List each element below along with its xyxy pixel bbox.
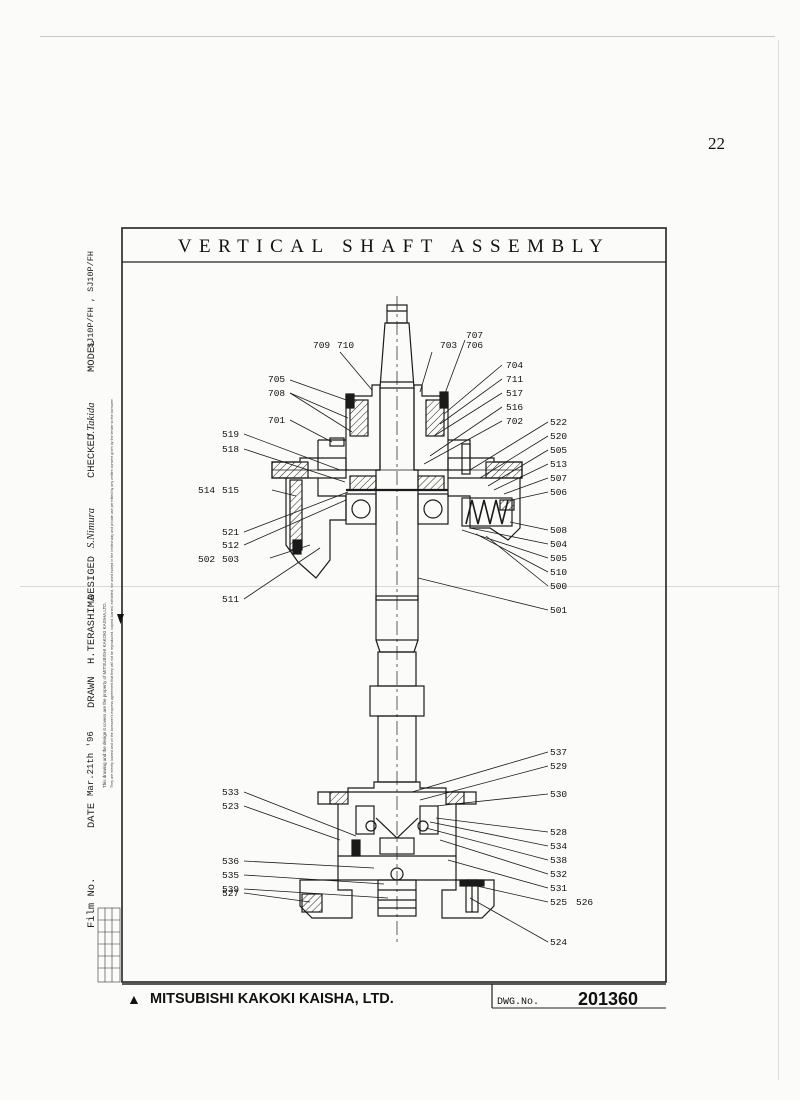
checked-value: J.Takida: [86, 402, 97, 439]
company-name: MITSUBISHI KAKOKI KAISHA, LTD.: [150, 991, 394, 1007]
part-label: 534: [550, 841, 567, 852]
part-label: 532: [550, 869, 567, 880]
main-shaft-upper: [375, 388, 419, 601]
checked-label: CHECKED: [86, 433, 98, 478]
part-label: 537: [550, 747, 567, 758]
part-label: 704: [506, 360, 523, 371]
date-value: Mar.21th '96: [86, 731, 96, 796]
part-label: 710: [337, 340, 354, 351]
leader-lines: [243, 339, 549, 943]
part-label: 504: [550, 539, 567, 550]
drawing-title: VERTICAL SHAFT ASSEMBLY: [178, 236, 610, 257]
main-bearings: [345, 475, 449, 525]
part-label: 513: [550, 459, 567, 470]
part-label: 526: [576, 897, 593, 908]
page-number: 22: [708, 134, 725, 153]
part-label: 702: [506, 416, 523, 427]
part-label: 502: [198, 554, 215, 565]
part-label: 511: [222, 594, 239, 605]
designed-value: S.Nimura: [86, 508, 97, 548]
part-label: 709: [313, 340, 330, 351]
part-label: 501: [550, 605, 567, 616]
part-label: 516: [506, 402, 523, 413]
part-label: 503: [222, 554, 239, 565]
scan-fold-line: [40, 36, 775, 37]
part-label: 701: [268, 415, 285, 426]
dwg-number: 201360: [578, 989, 638, 1009]
part-label: 707: [466, 330, 483, 341]
part-label: 508: [550, 525, 567, 536]
part-label: 535: [222, 870, 239, 881]
part-label: 518: [222, 444, 239, 455]
part-label: 524: [550, 937, 567, 948]
footer-title-block: ▲ MITSUBISHI KAKOKI KAISHA, LTD. DWG.No.…: [127, 984, 666, 1009]
notice-line-1: This drawing and the design it covers ar…: [102, 602, 107, 788]
scan-edge-line: [778, 40, 779, 1080]
base-plate: [299, 879, 495, 919]
part-label: 536: [222, 856, 239, 867]
part-label: 531: [550, 883, 567, 894]
part-label: 514: [198, 485, 215, 496]
part-label: 506: [550, 487, 567, 498]
part-label: 520: [550, 431, 567, 442]
part-label: 527: [222, 888, 239, 899]
part-label: 515: [222, 485, 239, 496]
part-label: 533: [222, 787, 239, 798]
drawn-label: DRAWN: [86, 676, 98, 708]
dwg-label: DWG.No.: [497, 997, 539, 1008]
part-label: 539: [222, 884, 239, 895]
part-label: 519: [222, 429, 239, 440]
part-label: 528: [550, 827, 567, 838]
part-label: 500: [550, 581, 567, 592]
part-label: 512: [222, 540, 239, 551]
main-shaft-long: [369, 595, 425, 783]
vertical-shaft-assembly: [271, 296, 523, 945]
part-label: 517: [506, 388, 523, 399]
designed-label: DESIGED: [86, 555, 98, 600]
company-logo-icon: ▲: [127, 991, 141, 1007]
part-label: 510: [550, 567, 567, 578]
lower-bearing-housing: [317, 781, 477, 917]
part-label: 711: [506, 374, 523, 385]
date-label: DATE: [86, 802, 98, 828]
part-label: 530: [550, 789, 567, 800]
part-label: 521: [222, 527, 239, 538]
notice-line-2: They are merely loaned and on the borrow…: [110, 398, 114, 788]
spring-set: [461, 497, 515, 527]
model-value: SJ10P/FH , SJ10P/FH: [86, 251, 96, 348]
title-block-sidebar: Film No. DATE Mar.21th '96 DRAWN H.TERAS…: [84, 228, 122, 982]
part-label: 505: [550, 553, 567, 564]
main-housing-flange: [271, 457, 523, 579]
part-label: 529: [550, 761, 567, 772]
part-label: 538: [550, 855, 567, 866]
part-label: 706: [466, 340, 483, 351]
scan-fold-line: [20, 586, 780, 587]
triangle-marker-icon: [117, 614, 124, 624]
part-label: 703: [440, 340, 457, 351]
revision-table: [97, 907, 121, 983]
film-label: Film No.: [86, 877, 98, 928]
part-label: 708: [268, 388, 285, 399]
part-label: 507: [550, 473, 567, 484]
drawing-frame: [121, 227, 667, 983]
part-label: 705: [268, 374, 285, 385]
part-label: 505: [550, 445, 567, 456]
part-label: 525: [550, 897, 567, 908]
drawn-value: H.TERASHIMA: [86, 594, 98, 664]
part-label: 522: [550, 417, 567, 428]
part-label: 523: [222, 801, 239, 812]
